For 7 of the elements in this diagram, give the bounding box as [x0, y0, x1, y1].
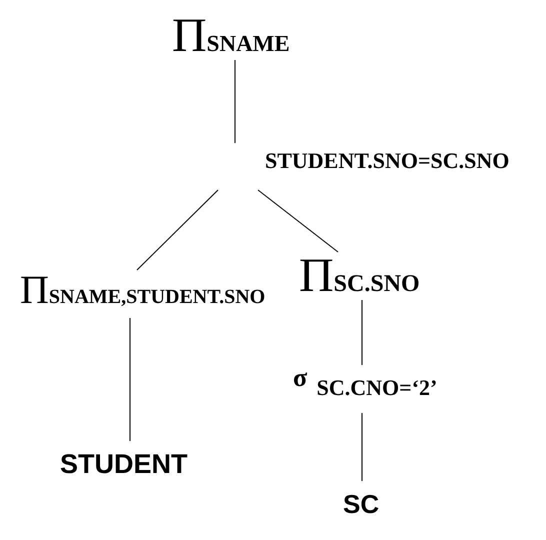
relation-label: STUDENT [60, 451, 188, 478]
tree-edge [136, 190, 218, 270]
tree-edge [258, 190, 338, 252]
selection-label: σ $_{SC.CNO=‘2’}$ [293, 365, 438, 399]
tree-edge [234, 60, 236, 144]
join-condition: STUDENT.SNO=SC.SNO [265, 150, 510, 172]
relation-label: SC [343, 491, 380, 517]
